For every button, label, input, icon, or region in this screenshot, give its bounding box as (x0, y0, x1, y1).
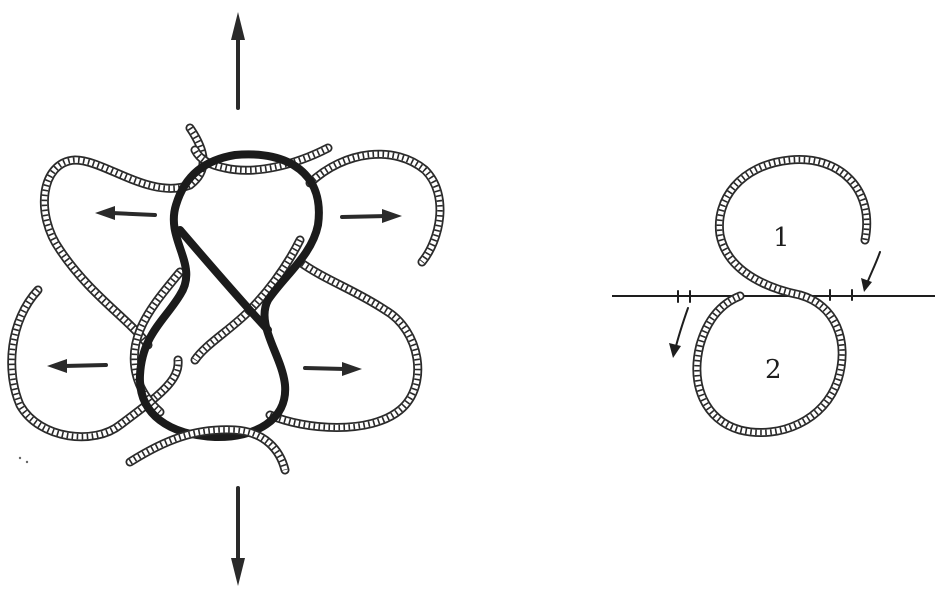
bold-cord-cross (180, 230, 268, 330)
rope-strand-right-top-loop (310, 154, 440, 262)
arrow-left-upper-icon (95, 206, 155, 220)
rope-strand-right-inner (195, 240, 300, 360)
right-figure-eight: 1 2 (612, 160, 935, 433)
arrow-right-upper-icon (342, 209, 402, 223)
loop-label-2: 2 (765, 355, 782, 385)
arrow-down-left-icon (669, 308, 688, 358)
stray-dot-2 (26, 461, 28, 463)
arrow-down-icon (231, 488, 245, 586)
arrow-left-lower-icon (47, 359, 106, 373)
arrow-right-lower-icon (305, 362, 362, 376)
stray-dot (19, 457, 21, 459)
bold-figure-eight-cord (140, 154, 319, 437)
loop-label-1: 1 (773, 223, 790, 253)
rope-strand-right-bottom (270, 262, 418, 428)
arrow-down-right-icon (861, 252, 880, 292)
arrow-up-icon (231, 12, 245, 108)
left-knot-figure (12, 12, 440, 586)
